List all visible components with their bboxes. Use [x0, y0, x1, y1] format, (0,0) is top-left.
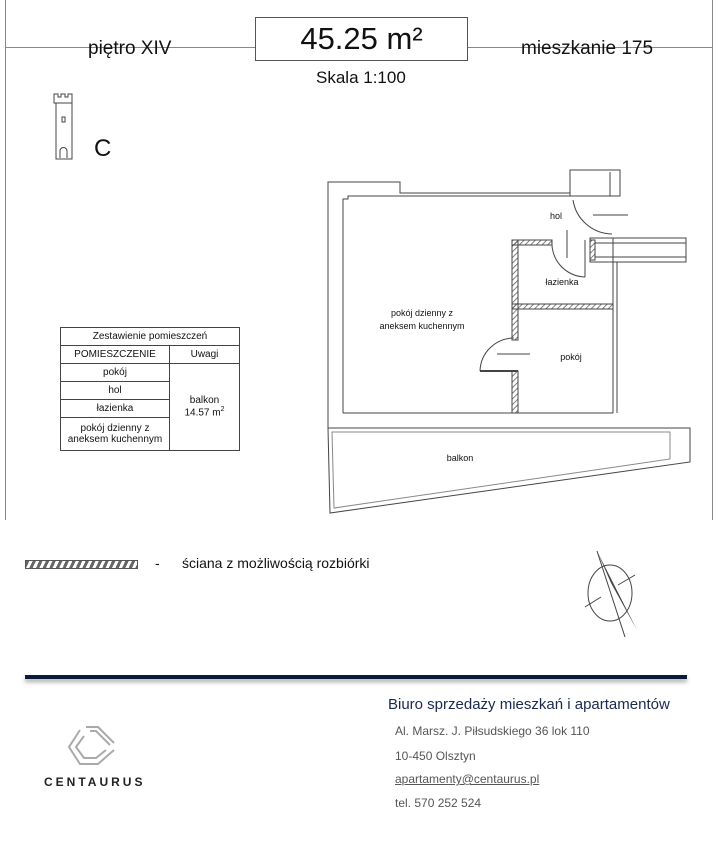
- footer-divider: [25, 675, 687, 679]
- floor-label: piętro XIV: [88, 38, 172, 59]
- frame-left-line: [5, 0, 6, 520]
- frame-right-line: [712, 0, 713, 520]
- label-living-1: pokój dzienny z: [391, 308, 454, 318]
- tower-icon: [53, 93, 73, 160]
- email-link[interactable]: apartamenty@centaurus.pl: [395, 772, 540, 786]
- office-address: Al. Marsz. J. Piłsudskiego 36 lok 110: [395, 724, 590, 738]
- label-hol: hol: [550, 211, 562, 221]
- balcony: [327, 427, 691, 514]
- room-door-arc: [479, 337, 515, 372]
- label-bathroom: łazienka: [545, 277, 578, 287]
- area-value: 45.25 m²: [255, 17, 468, 61]
- demolishable-wall-swatch: [25, 560, 138, 569]
- legend-text: ściana z możliwością rozbiórki: [182, 555, 370, 571]
- centaurus-logo-icon: [67, 726, 115, 765]
- note-label: balkon: [189, 395, 220, 407]
- note-value: 14.57 m: [184, 407, 221, 419]
- wing-label: C: [94, 135, 112, 162]
- hol-entry: [569, 169, 621, 197]
- apartment-label: mieszkanie 175: [521, 38, 654, 59]
- corridor-wall: [589, 237, 687, 263]
- brand-name: CENTAURUS: [44, 775, 146, 789]
- label-living-2: aneksem kuchennym: [379, 321, 464, 331]
- label-room: pokój: [560, 352, 582, 362]
- legend-dash: -: [155, 555, 160, 571]
- office-city: 10-450 Olsztyn: [395, 749, 476, 763]
- outer-wall: [327, 169, 621, 428]
- bathroom-door-arc: [551, 239, 586, 278]
- north-arrow-icon: [584, 550, 637, 638]
- office-phone: tel. 570 252 524: [395, 796, 482, 810]
- floor-plan: hol łazienka pokój dzienny z aneksem kuc…: [327, 169, 691, 514]
- table-row: pokój dzienny z aneksem kuchennym: [60, 417, 170, 451]
- office-title: Biuro sprzedaży mieszkań i apartamentów: [388, 696, 670, 713]
- table-row: łazienka: [60, 399, 170, 418]
- inner-wall: [342, 195, 570, 413]
- scale-label: Skala 1:100: [316, 68, 406, 87]
- demolishable-walls: [511, 239, 614, 414]
- hol-door-arc: [572, 199, 613, 235]
- label-balcony: balkon: [447, 453, 474, 463]
- note-sup: 2: [220, 406, 225, 414]
